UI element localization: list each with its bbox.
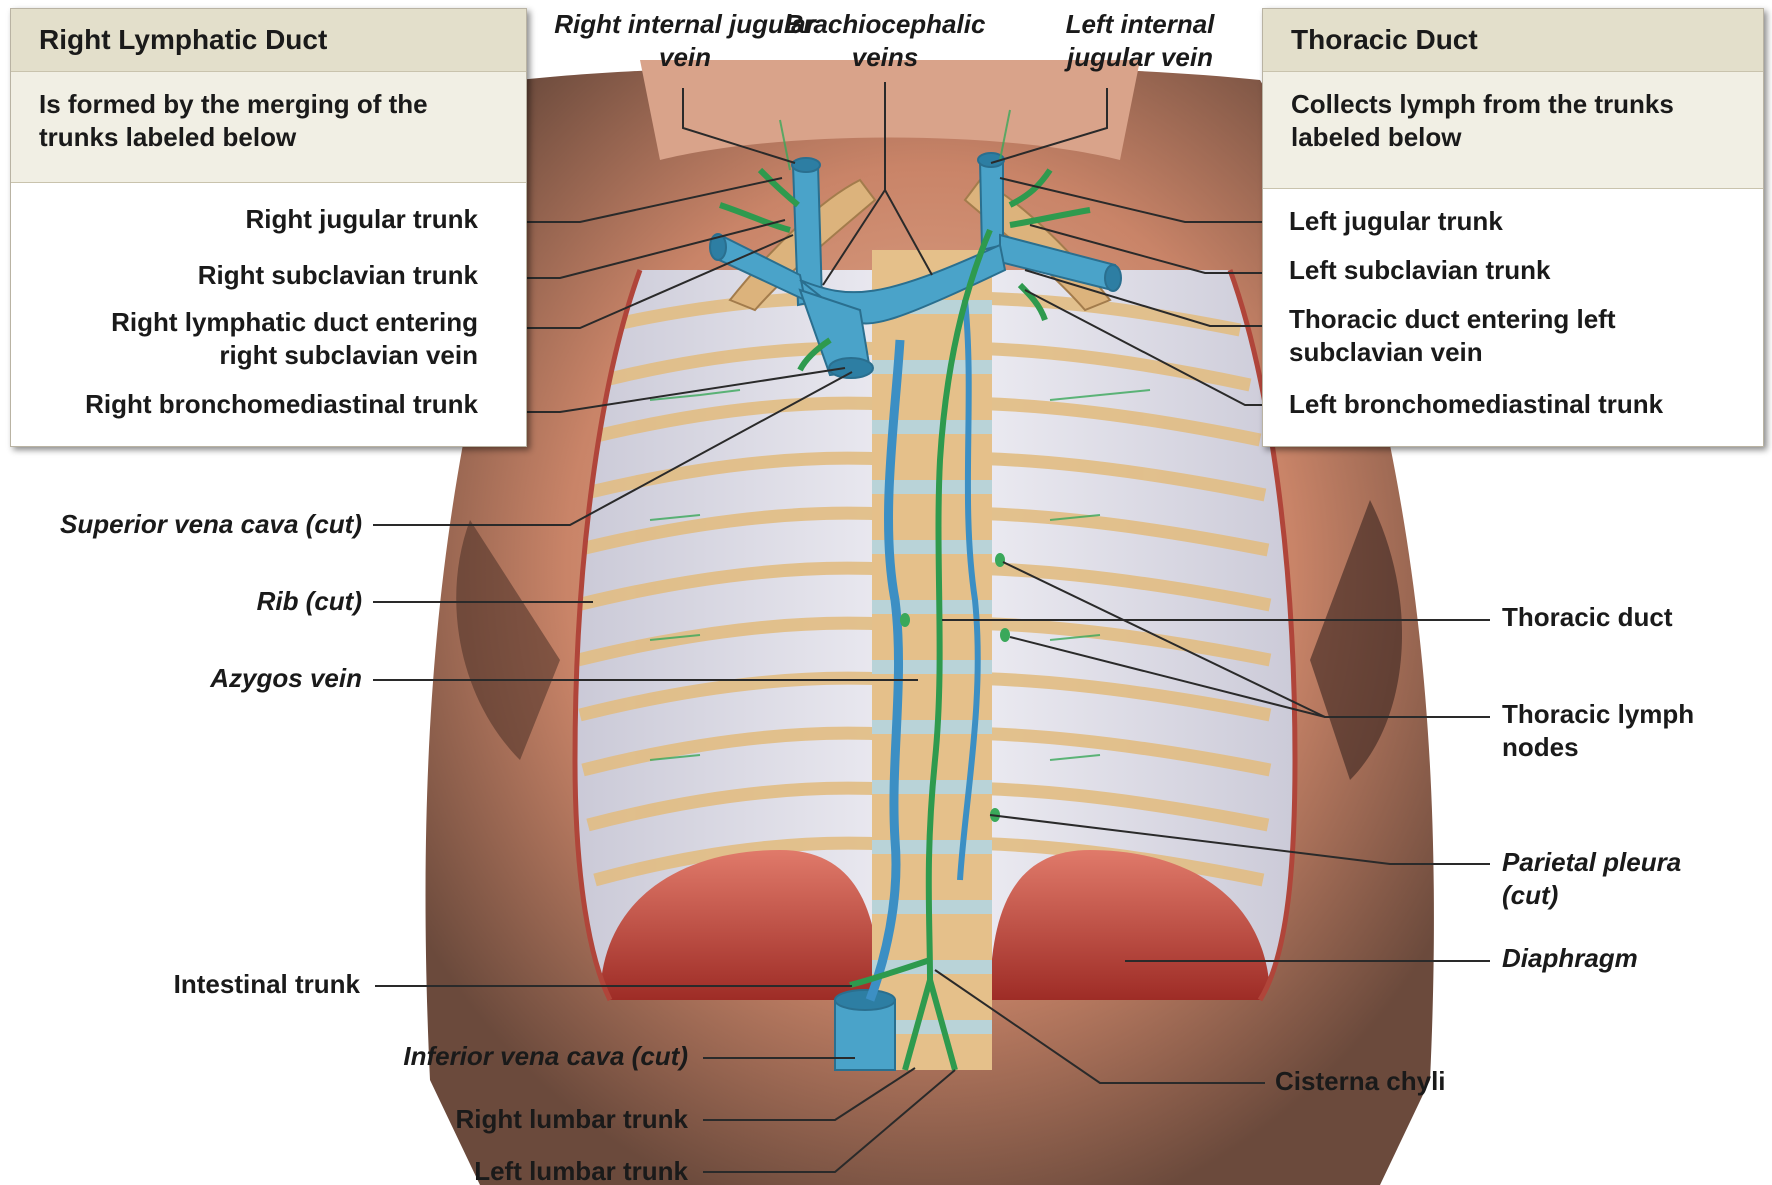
- label-azygos-vein: Azygos vein: [210, 662, 362, 695]
- label-thoracic-duct: Thoracic duct: [1502, 601, 1672, 634]
- label-superior-vena-cava: Superior vena cava (cut): [60, 508, 362, 541]
- thoracic-duct-title: Thoracic Duct: [1263, 9, 1763, 72]
- label-left-bronchomediastinal-trunk: Left bronchomediastinal trunk: [1289, 388, 1663, 421]
- label-parietal-pleura: Parietal pleura (cut): [1502, 846, 1692, 912]
- label-left-internal-jugular-vein: Left internal jugular vein: [1025, 8, 1255, 74]
- label-thoracic-duct-entering: Thoracic duct entering left subclavian v…: [1289, 303, 1629, 369]
- label-left-lumbar-trunk: Left lumbar trunk: [474, 1155, 688, 1185]
- thoracic-duct-description: Collects lymph from the trunks labeled b…: [1263, 72, 1763, 189]
- label-left-subclavian-trunk: Left subclavian trunk: [1289, 254, 1551, 287]
- label-rib-cut: Rib (cut): [257, 585, 362, 618]
- right-lymphatic-duct-title: Right Lymphatic Duct: [11, 9, 526, 72]
- label-left-jugular-trunk: Left jugular trunk: [1289, 205, 1503, 238]
- label-right-bronchomediastinal-trunk: Right bronchomediastinal trunk: [85, 388, 478, 421]
- label-right-lymphatic-duct-entering: Right lymphatic duct entering right subc…: [58, 306, 478, 372]
- label-right-jugular-trunk: Right jugular trunk: [245, 203, 478, 236]
- label-right-subclavian-trunk: Right subclavian trunk: [198, 259, 478, 292]
- right-lymphatic-duct-description: Is formed by the merging of the trunks l…: [11, 72, 526, 183]
- label-brachiocephalic-veins: Brachiocephalic veins: [770, 8, 1000, 74]
- label-cisterna-chyli: Cisterna chyli: [1275, 1065, 1446, 1098]
- label-intestinal-trunk: Intestinal trunk: [174, 968, 360, 1001]
- label-diaphragm: Diaphragm: [1502, 942, 1638, 975]
- label-thoracic-lymph-nodes: Thoracic lymph nodes: [1502, 698, 1702, 764]
- label-inferior-vena-cava: Inferior vena cava (cut): [403, 1040, 688, 1073]
- label-right-lumbar-trunk: Right lumbar trunk: [455, 1103, 688, 1136]
